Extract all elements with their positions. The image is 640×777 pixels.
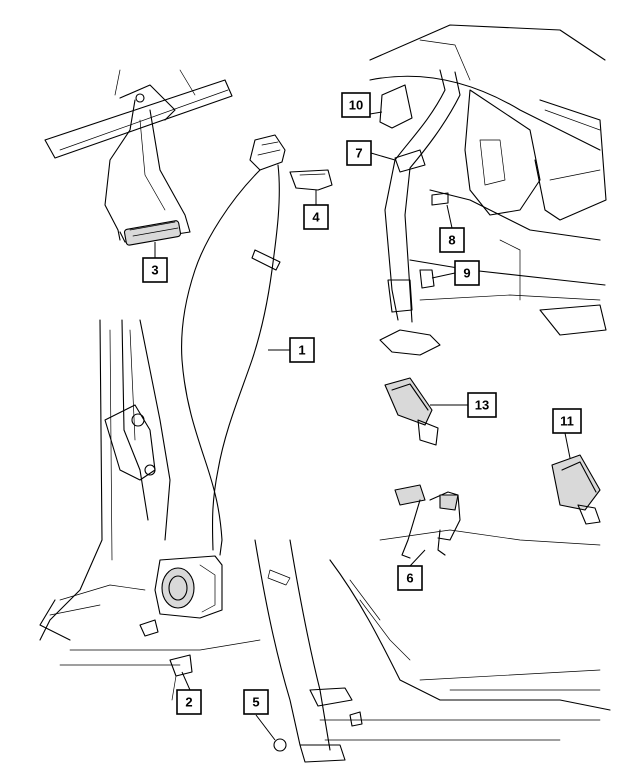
- callout-6: 6: [397, 565, 423, 591]
- callout-10: 10: [341, 92, 371, 118]
- rear-quarter-illustration: [369, 24, 607, 356]
- retractor-illustration: [39, 319, 261, 701]
- callout-label-7: 7: [355, 146, 362, 161]
- buckle-13-illustration: [384, 377, 439, 446]
- callout-9: 9: [454, 260, 480, 286]
- callout-5: 5: [243, 689, 269, 715]
- callout-11: 11: [552, 408, 582, 434]
- buckle-6-illustration: [394, 484, 461, 559]
- callout-label-1: 1: [298, 343, 305, 358]
- buckle-11-illustration: [551, 454, 601, 525]
- callout-label-5: 5: [252, 695, 259, 710]
- leader-2: [181, 671, 191, 691]
- callout-label-10: 10: [349, 98, 363, 113]
- leader-11: [564, 432, 571, 459]
- callout-label-8: 8: [448, 233, 455, 248]
- leader-8: [446, 204, 453, 229]
- callout-label-3: 3: [151, 263, 158, 278]
- callout-label-11: 11: [560, 414, 574, 429]
- callout-3: 3: [142, 257, 168, 283]
- upper-pillar-illustration: [44, 69, 233, 246]
- callout-8: 8: [439, 227, 465, 253]
- leader-6: [409, 549, 426, 567]
- belt-webbing-illustration: [181, 134, 333, 556]
- callout-label-2: 2: [185, 695, 192, 710]
- callout-label-4: 4: [312, 210, 320, 225]
- seat-anchor-illustration: [254, 529, 611, 763]
- callout-label-13: 13: [475, 398, 489, 413]
- callout-7: 7: [346, 140, 372, 166]
- leader-lines: [154, 111, 571, 741]
- callout-2: 2: [176, 689, 202, 715]
- callout-label-9: 9: [463, 266, 470, 281]
- leader-5: [255, 714, 276, 741]
- leader-9: [431, 272, 456, 279]
- callout-13: 13: [467, 392, 497, 418]
- callout-label-6: 6: [406, 571, 413, 586]
- leader-7: [370, 152, 396, 161]
- callout-1: 1: [289, 337, 315, 363]
- callout-4: 4: [303, 204, 329, 230]
